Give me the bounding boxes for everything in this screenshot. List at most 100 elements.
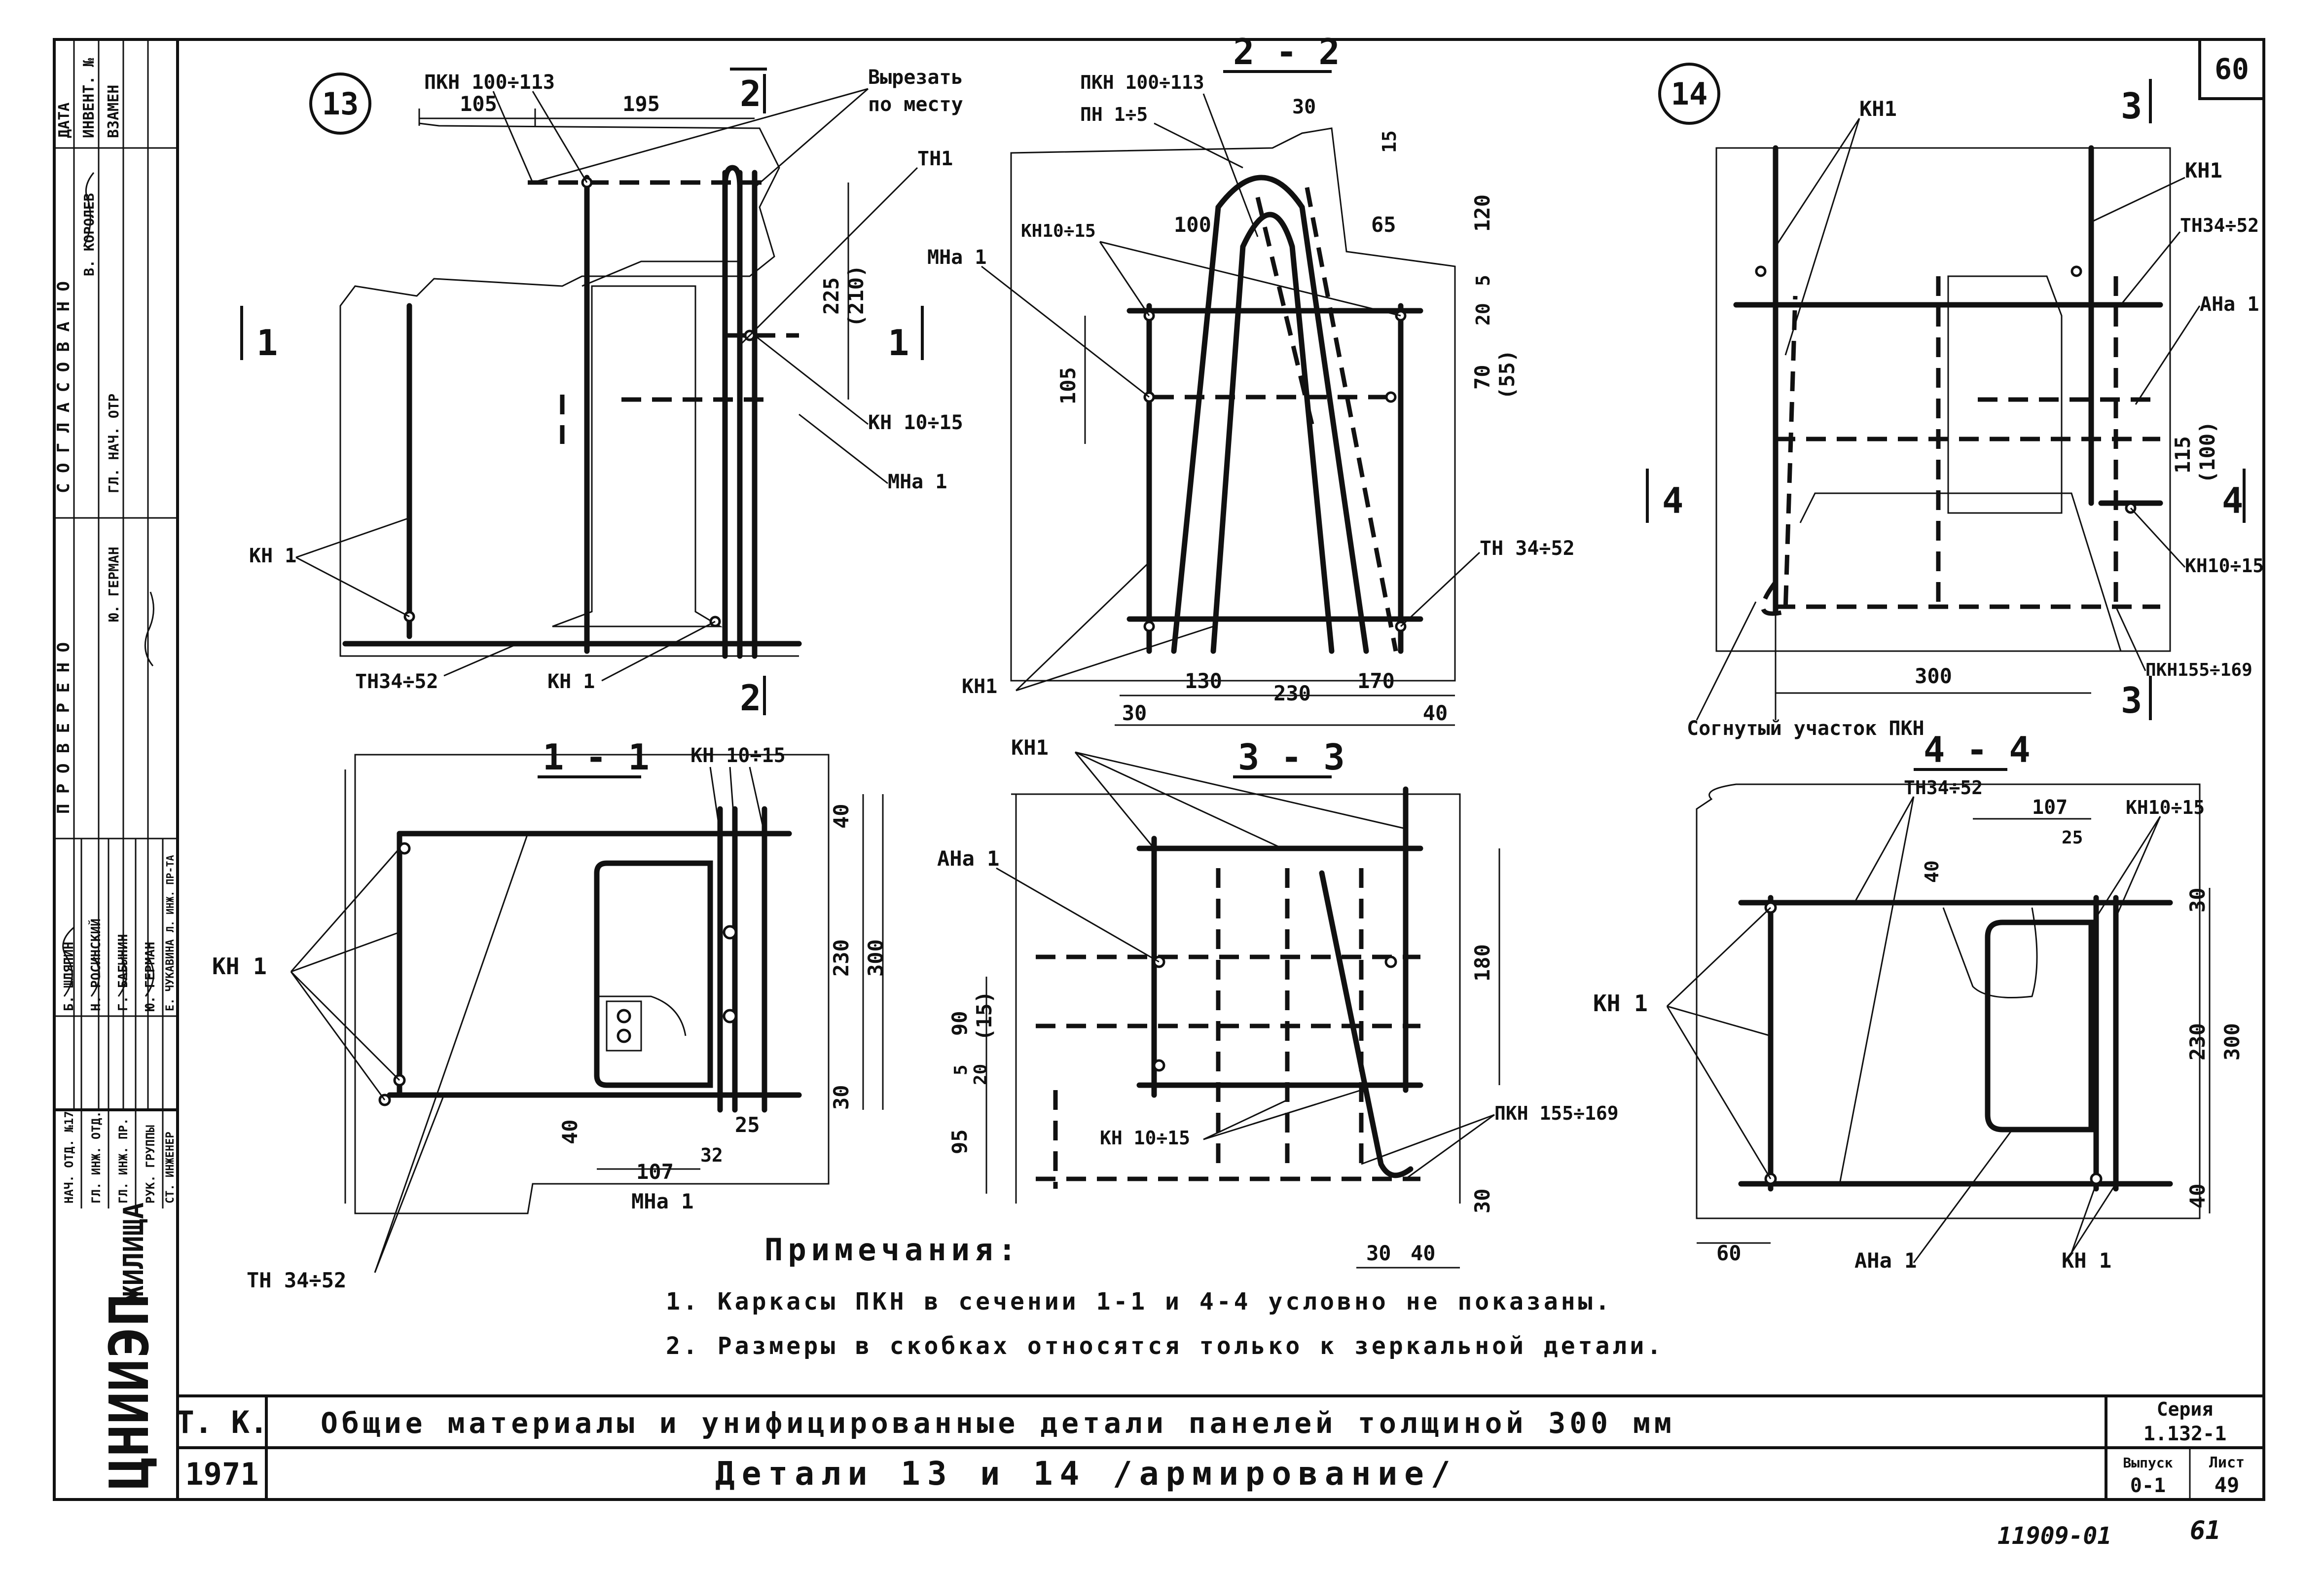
staff-role-0: НАЧ. ОТД. №17 — [62, 1111, 76, 1204]
sec33-dim-30: 30 — [1470, 1188, 1494, 1213]
section-1-1: 1 - 1 40 230 300 30 25 32 107 40 КН 10÷1… — [212, 736, 888, 1292]
staff-name-1: Н. РОСИНСКИЙ — [88, 918, 104, 1011]
d14-dim-100: (100) — [2195, 421, 2219, 483]
tb-year: 1971 — [185, 1456, 258, 1492]
org-logo: ЦНИИЭП ЖИЛИЩА — [98, 1203, 161, 1490]
notes: Примечания: 1. Каркасы ПКН в сечении 1-1… — [666, 1232, 1661, 1360]
sec11-dim-30: 30 — [829, 1085, 853, 1110]
staff-role-1: ГЛ. ИНЖ. ОТД. — [89, 1111, 103, 1204]
sec44-dim-230: 230 — [2185, 1023, 2210, 1061]
checked-signer: Ю. ГЕРМАН — [106, 547, 122, 622]
detail-14-badge — [1658, 63, 1720, 125]
d13-dim-195: 195 — [622, 92, 660, 116]
sec22-dim-230: 230 — [1273, 681, 1311, 705]
d14-label-kn1-b: КН1 — [2185, 158, 2222, 183]
sec22-dim-30: 30 — [1292, 96, 1316, 118]
stamp-inv: ИНВЕНТ. № — [80, 58, 98, 138]
sec11-title: 1 - 1 — [543, 736, 650, 778]
sec22-label-pkn: ПКН 100÷113 — [1080, 72, 1204, 93]
chief-label: ГЛ. НАЧ. ОТР — [106, 394, 122, 493]
stamp-date: ДАТА — [56, 103, 73, 138]
tb-title1: Общие материалы и унифицированные детали… — [321, 1406, 1675, 1440]
sec44-dim-60: 60 — [1716, 1241, 1742, 1265]
sec22-label-kn: КН10÷15 — [1021, 221, 1096, 241]
sec44-dim-107: 107 — [2032, 796, 2068, 819]
sec22-dim-120: 120 — [1470, 194, 1494, 232]
sec33-dim-90: 90 — [947, 1011, 972, 1036]
d13-sec1-left: 1 — [256, 322, 278, 364]
sec33-label-pkn: ПКН 155÷169 — [1494, 1102, 1619, 1124]
d13-label-kn1-bottom: КН 1 — [547, 670, 595, 693]
sec22-dim-70: 70 — [1470, 365, 1494, 390]
note-1: 1. Каркасы ПКН в сечении 1-1 и 4-4 услов… — [666, 1288, 1612, 1316]
agreed-label: С О Г Л А С О В А Н О — [54, 281, 73, 493]
sec33-dim-20: 20 — [971, 1064, 991, 1085]
sec11-label-mna: МНа 1 — [631, 1189, 693, 1213]
d14-sec4-right: 4 — [2222, 480, 2243, 521]
sec22-dim-100: 100 — [1174, 213, 1211, 237]
sec44-label-ana: АНа 1 — [1854, 1248, 1917, 1273]
sec11-dim-40: 40 — [829, 804, 853, 829]
tb-series: 1.132-1 — [2143, 1423, 2227, 1445]
d13-label-kn: КН 10÷15 — [868, 411, 963, 434]
sec22-dim-170: 170 — [1357, 669, 1395, 693]
approval-stamp: ДАТА ИНВЕНТ. № ВЗАМЕН С О Г Л А С О В А … — [54, 39, 178, 1110]
sec33-dim-b40: 40 — [1411, 1241, 1436, 1265]
sec44-dim-25: 25 — [2062, 828, 2083, 848]
sec22-label-mna: МНа 1 — [927, 246, 986, 269]
sec44-dim-300: 300 — [2220, 1023, 2244, 1061]
d14-label-bent: Согнутый участок ПКН — [1687, 717, 1925, 740]
d13-dim-105: 105 — [460, 92, 497, 116]
sheet-frame — [53, 38, 2265, 1501]
detail-13-badge — [309, 73, 371, 135]
sec33-label-kn: КН 10÷15 — [1100, 1127, 1190, 1149]
sec11-label-kn: КН 10÷15 — [690, 744, 786, 767]
org-sub-text: ЖИЛИЩА — [118, 1203, 150, 1302]
sec44-label-tn: ТН34÷52 — [1904, 777, 1983, 799]
detail-14-number: 14 — [1671, 76, 1708, 112]
footer-inv: 11909-01 — [1997, 1522, 2111, 1550]
sec22-dim-b30: 30 — [1122, 701, 1147, 725]
sec22-dim-65: 65 — [1371, 213, 1396, 237]
tb-series-label: Серия — [2157, 1398, 2213, 1420]
d13-sec2-bottom: 2 — [740, 677, 761, 719]
tb-tk: Т. К. — [176, 1404, 268, 1440]
d14-sec4-left: 4 — [1662, 480, 1683, 521]
staff-name-3: Ю. ГЕРМАН — [143, 942, 158, 1011]
sec33-dim-180: 180 — [1470, 944, 1494, 982]
d13-label-mna1: МНа 1 — [888, 471, 947, 493]
sec33-title: 3 - 3 — [1238, 736, 1345, 778]
d13-sec1-right: 1 — [888, 322, 909, 364]
checked-label: П Р О В Е Р Е Н О — [54, 642, 73, 814]
d13-label-pkn: ПКН 100÷113 — [424, 71, 555, 94]
sec33-dim-b30: 30 — [1366, 1241, 1391, 1265]
sec33-dim-5: 5 — [951, 1064, 971, 1075]
staff-role-3: РУК. ГРУППЫ — [144, 1125, 157, 1204]
sec22-label-pn: ПН 1÷5 — [1080, 104, 1148, 125]
sec11-label-tn: ТН 34÷52 — [247, 1268, 346, 1292]
sec33-label-kn1: КН1 — [1011, 735, 1049, 760]
sec33-dim-95: 95 — [947, 1129, 972, 1154]
d13-dim-225: 225 — [819, 277, 843, 315]
section-3-3: 3 - 3 180 30 90 (15) 5 20 95 30 40 КН1 — [937, 735, 1619, 1269]
section-2-2: 2 - 2 130 230 170 30 40 30 15 100 65 120… — [927, 31, 1575, 726]
sec22-dim-5: 5 — [1472, 275, 1494, 286]
sec11-label-kn1: КН 1 — [212, 953, 267, 980]
detail-13: 13 105 195 225 (210) 2 2 — [240, 66, 963, 719]
d13-label-cut2: по месту — [868, 93, 963, 116]
staff-name-5: Л. ИНЖ. ПР-ТА — [164, 855, 176, 932]
org-logo-text: ЦНИИЭП — [98, 1294, 161, 1490]
d13-sec2-top: 2 — [740, 73, 761, 114]
d14-label-pkn: ПКН155÷169 — [2145, 660, 2252, 680]
sec44-label-kn1b: КН 1 — [2062, 1248, 2111, 1273]
tb-sheet: 49 — [2215, 1473, 2240, 1497]
sec11-dim-32: 32 — [700, 1144, 723, 1166]
detail-13-number: 13 — [322, 86, 359, 122]
sec11-dim-l40: 40 — [558, 1119, 582, 1144]
title-block: Т. К. 1971 Общие материалы и унифицирова… — [176, 1394, 2264, 1500]
detail-14: 14 3 3 4 4 300 115 (100) КН1 КН1 — [1646, 63, 2264, 740]
tb-sheet-label: Лист — [2209, 1454, 2245, 1471]
d14-label-kn1-a: КН1 — [1859, 97, 1897, 121]
d13-label-cut: Вырезать — [868, 66, 963, 89]
